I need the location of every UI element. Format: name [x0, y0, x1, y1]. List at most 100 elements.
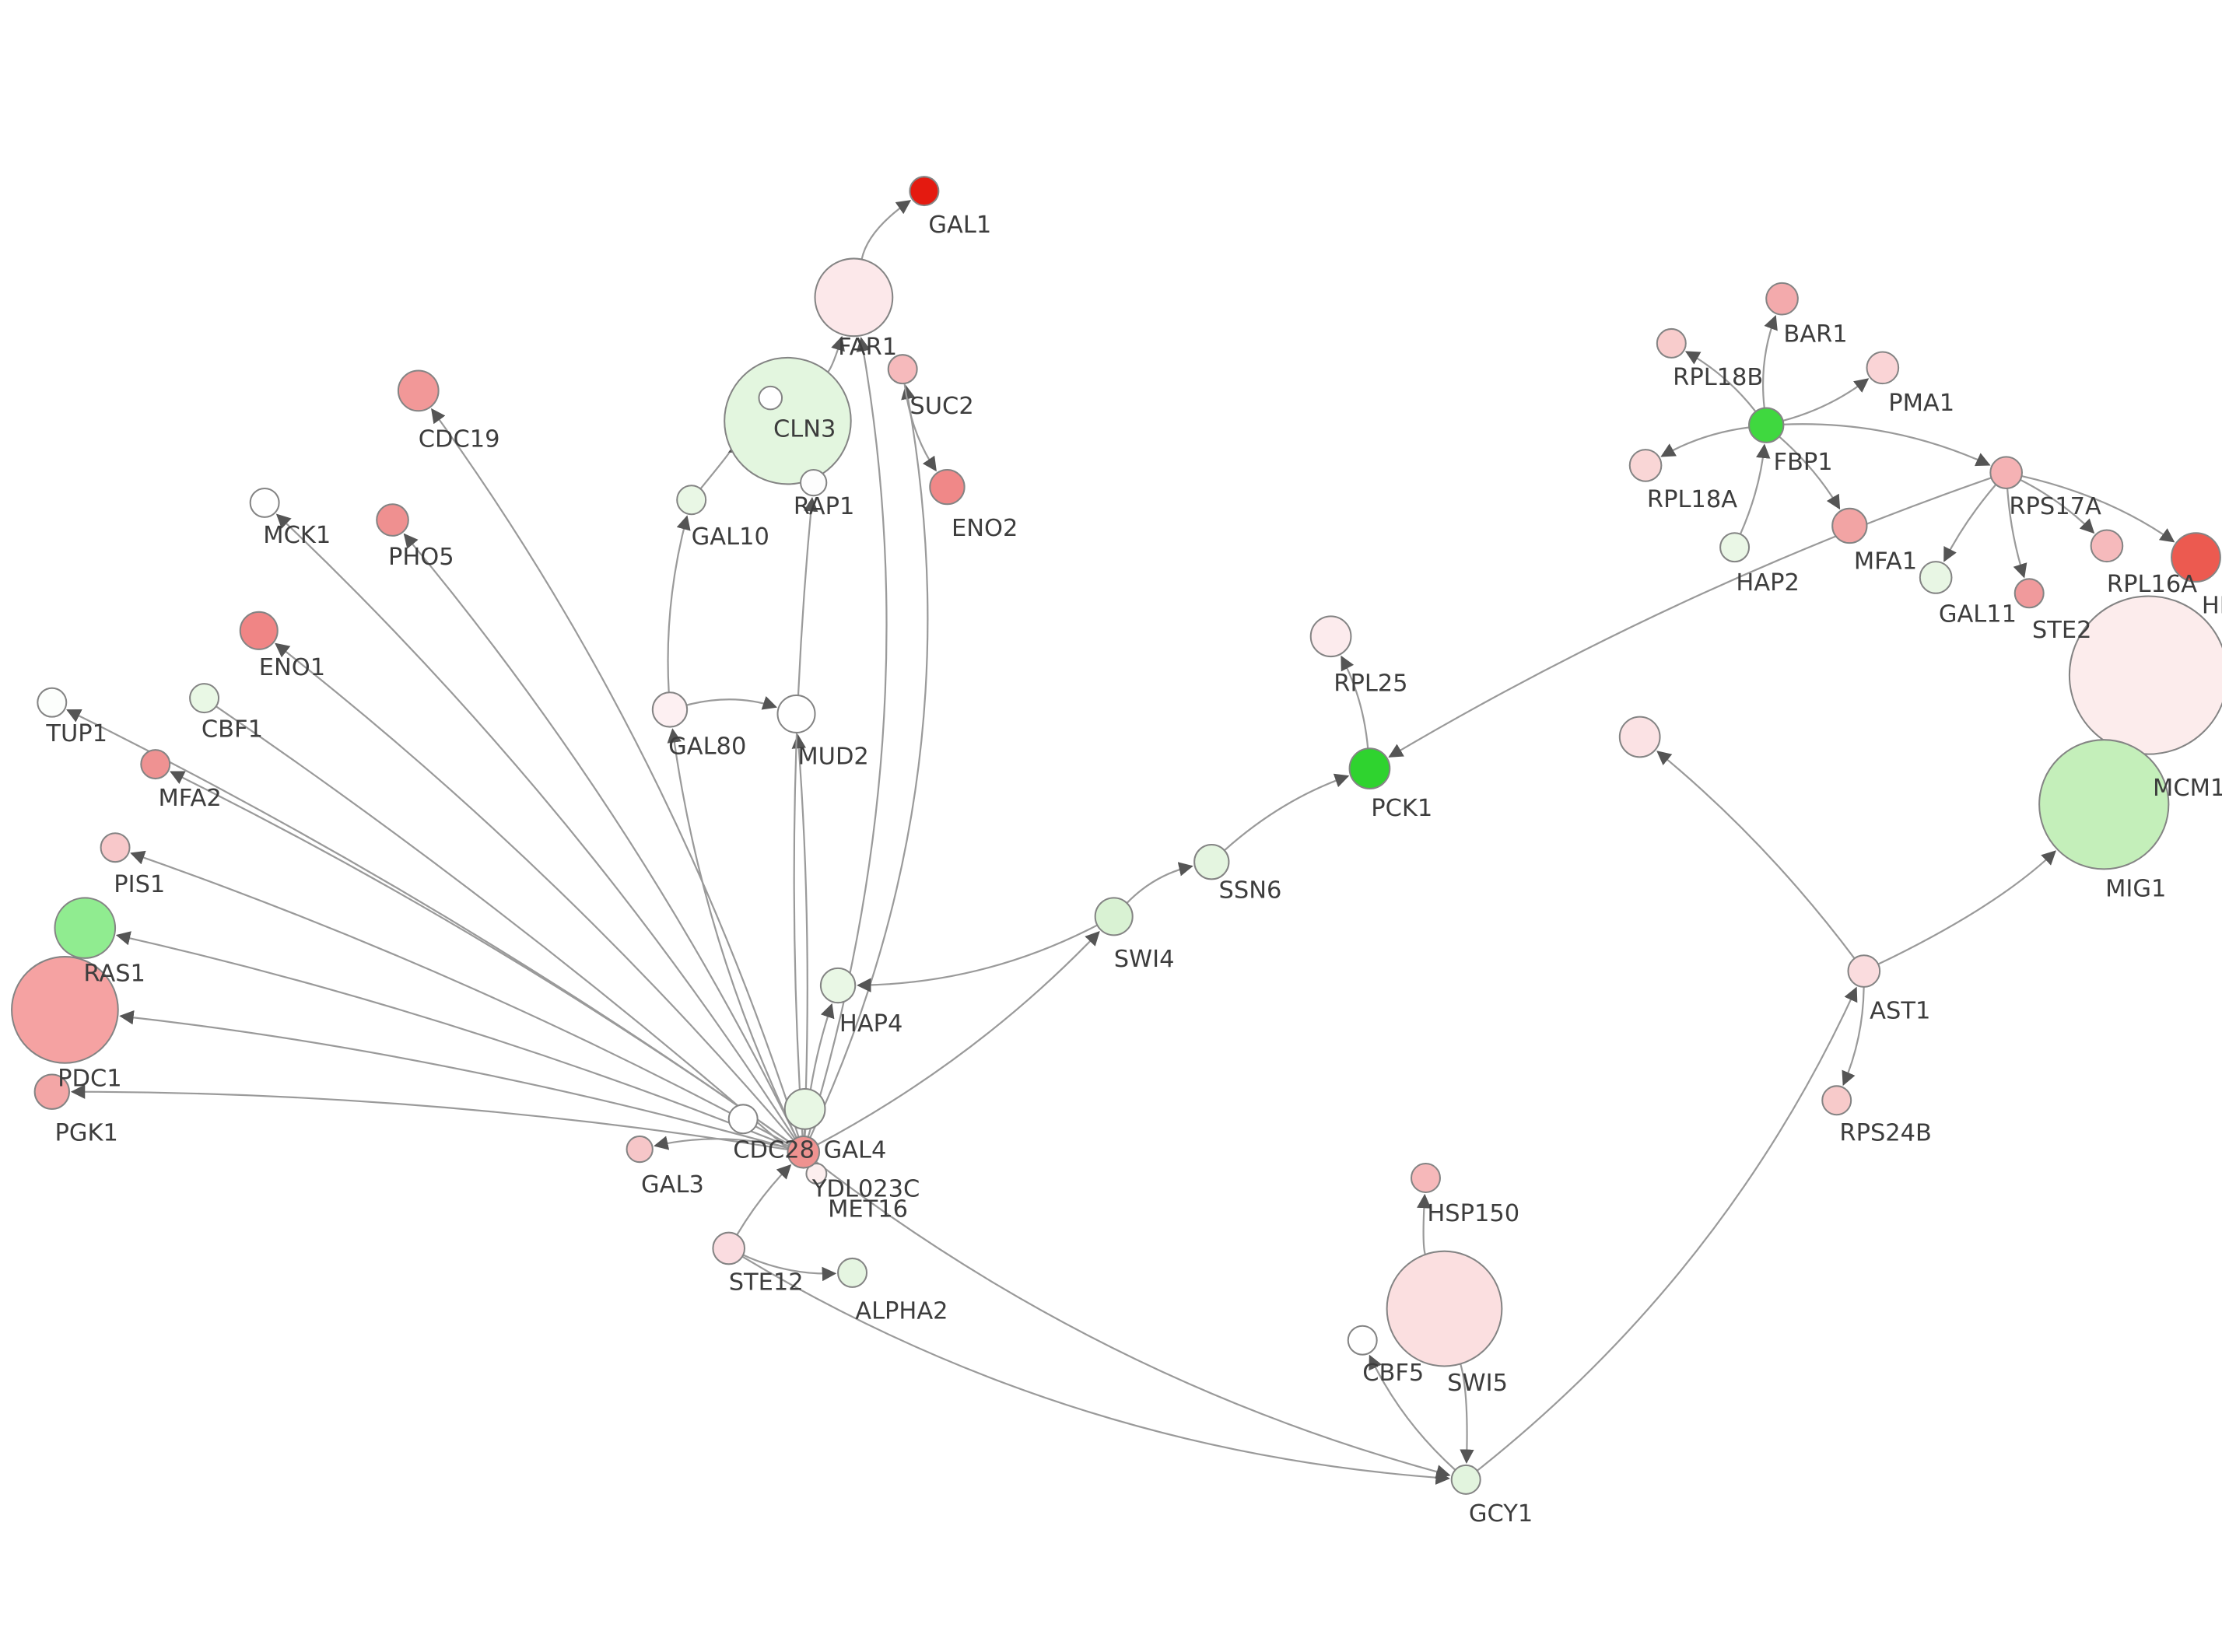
- node-gcy1[interactable]: [1450, 1464, 1481, 1495]
- edge-gal4-gcy1: [815, 1160, 1451, 1479]
- edge-ste12-gal4: [736, 1164, 792, 1236]
- node-mig1[interactable]: [2038, 739, 2170, 870]
- node-gal1[interactable]: [909, 176, 940, 207]
- node-pdc1[interactable]: [11, 956, 119, 1064]
- edge-gcy1-ast1: [1476, 986, 1858, 1472]
- node-fbp1[interactable]: [1748, 407, 1785, 443]
- node-pho5[interactable]: [376, 503, 409, 537]
- node-bar1[interactable]: [1765, 282, 1799, 316]
- node-ras1[interactable]: [54, 897, 117, 959]
- node-rpl18b[interactable]: [1656, 327, 1687, 359]
- node-gal3[interactable]: [626, 1135, 654, 1164]
- node-label-bar1: BAR1: [1783, 321, 1847, 348]
- edge-gal4-mfa2: [170, 771, 791, 1144]
- edge-ast1-rps24b: [1842, 986, 1865, 1087]
- edge-gal4-gal80: [667, 728, 797, 1139]
- edge-rps17a-rpl16a: [2020, 478, 2095, 534]
- node-eno2[interactable]: [929, 468, 966, 506]
- edge-swi5-gcy1: [1460, 1363, 1474, 1465]
- edge-rps17a-ste2: [2006, 488, 2027, 579]
- node-cln3[interactable]: [724, 356, 852, 485]
- node-rpl18a[interactable]: [1628, 449, 1663, 482]
- nodes-layer: [11, 176, 2222, 1495]
- node-eno1[interactable]: [239, 611, 279, 650]
- edge-gal4-gal3: [654, 1136, 789, 1150]
- node-gal4[interactable]: [787, 1135, 821, 1169]
- node-label-tup1: TUP1: [45, 720, 107, 747]
- labels-layer: MCM1MIG1CLN3RAP1FAR1GAL1SUC2ENO2GAL10GAL…: [45, 212, 2222, 1528]
- node-n2[interactable]: [1618, 716, 1661, 758]
- node-mcm1[interactable]: [2068, 595, 2222, 755]
- node-cdc28[interactable]: [727, 1104, 759, 1135]
- node-rps17a[interactable]: [1989, 456, 2023, 489]
- node-ste12[interactable]: [712, 1231, 746, 1265]
- edge-far1-gal1: [860, 200, 912, 260]
- node-mfa1[interactable]: [1831, 507, 1868, 544]
- node-gal10[interactable]: [676, 485, 707, 516]
- node-cbf5[interactable]: [1347, 1325, 1378, 1356]
- node-label-eno1: ENO1: [259, 654, 325, 681]
- node-label-gal80: GAL80: [668, 733, 746, 761]
- node-alpha2[interactable]: [837, 1257, 868, 1288]
- edge-suc2-eno2: [903, 383, 937, 472]
- edge-gcy1-cbf5: [1369, 1354, 1456, 1471]
- node-gal80[interactable]: [651, 691, 689, 728]
- node-label-gal10: GAL10: [692, 523, 769, 551]
- edge-gal4-swi4: [817, 930, 1100, 1146]
- node-rps24b[interactable]: [1821, 1085, 1852, 1116]
- node-label-mud2: MUD2: [797, 744, 868, 771]
- edge-rps17a-pck1: [1388, 477, 1992, 758]
- node-pis1[interactable]: [100, 832, 131, 863]
- node-tup1[interactable]: [37, 687, 68, 718]
- node-pck1[interactable]: [1348, 747, 1391, 789]
- node-label-cdc19: CDC19: [419, 425, 500, 453]
- node-mud2[interactable]: [776, 694, 816, 733]
- node-gal11[interactable]: [1919, 561, 1953, 594]
- node-label-cln3: CLN3: [773, 415, 836, 443]
- node-hap4[interactable]: [819, 967, 857, 1004]
- edges-layer: [66, 200, 2175, 1485]
- node-label-pck1: PCK1: [1371, 795, 1432, 822]
- edge-fbp1-rpl18b: [1684, 351, 1757, 412]
- node-pma1[interactable]: [1866, 351, 1900, 385]
- node-suc2[interactable]: [887, 354, 918, 385]
- node-label-pis1: PIS1: [114, 871, 165, 898]
- node-hsp150[interactable]: [1410, 1163, 1441, 1193]
- node-met16[interactable]: [805, 1163, 828, 1185]
- node-label-mig1: MIG1: [2105, 876, 2166, 903]
- node-mck1[interactable]: [249, 487, 280, 518]
- edge-fbp1-rps17a: [1783, 423, 1991, 467]
- node-hap2[interactable]: [1719, 532, 1751, 563]
- node-label-swi4: SWI4: [1114, 946, 1175, 973]
- node-label-ste2: STE2: [2032, 617, 2092, 644]
- node-label-gal1: GAL1: [928, 212, 991, 239]
- node-ydl023c[interactable]: [783, 1087, 826, 1130]
- edge-ste12-gcy1: [741, 1255, 1450, 1485]
- node-ste2[interactable]: [2013, 578, 2045, 609]
- node-label-suc2: SUC2: [909, 393, 973, 420]
- edge-fbp1-rpl18a: [1660, 426, 1750, 457]
- node-n1[interactable]: [758, 385, 783, 411]
- node-pgk1[interactable]: [33, 1073, 70, 1110]
- node-label-his4: HIS4: [2202, 593, 2222, 620]
- node-label-swi5: SWI5: [1447, 1370, 1508, 1397]
- node-rpl25[interactable]: [1309, 615, 1352, 658]
- node-swi5[interactable]: [1386, 1250, 1503, 1367]
- node-cdc19[interactable]: [397, 369, 440, 412]
- edge-gal4-rap1: [793, 497, 818, 1137]
- node-his4[interactable]: [2171, 532, 2221, 583]
- edge-fbp1-mfa1: [1779, 436, 1841, 510]
- edge-gal4-pis1: [130, 850, 790, 1146]
- node-mfa2[interactable]: [140, 749, 171, 780]
- node-ssn6[interactable]: [1193, 843, 1230, 880]
- node-label-far1: FAR1: [838, 334, 897, 361]
- node-ast1[interactable]: [1847, 954, 1881, 988]
- edge-fbp1-bar1: [1761, 314, 1778, 408]
- node-rpl16a[interactable]: [2090, 529, 2124, 563]
- node-label-rpl18a: RPL18A: [1647, 486, 1737, 513]
- node-swi4[interactable]: [1094, 897, 1134, 936]
- node-rap1[interactable]: [800, 468, 828, 497]
- node-cbf1[interactable]: [189, 683, 220, 714]
- node-far1[interactable]: [814, 257, 894, 338]
